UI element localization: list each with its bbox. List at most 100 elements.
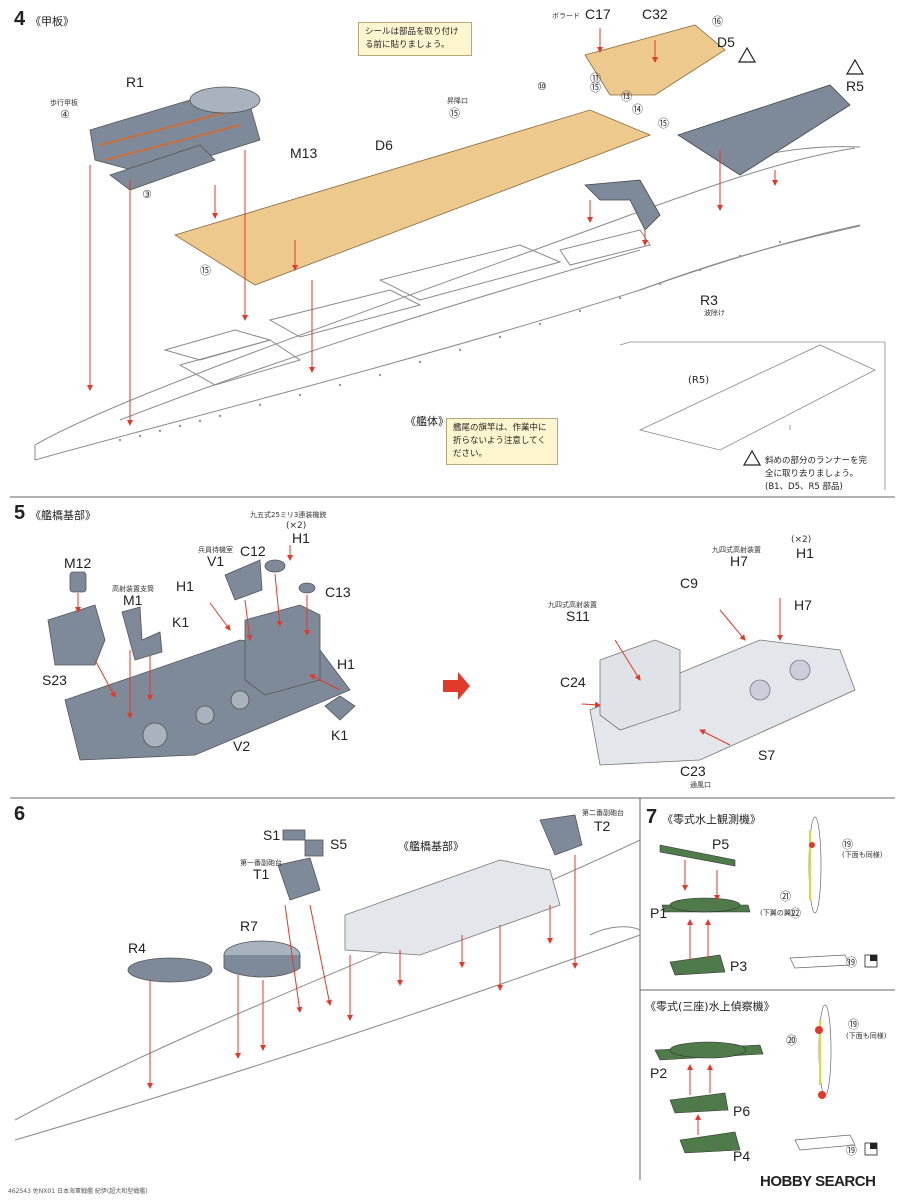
label-H1a: H1: [292, 530, 310, 546]
label-T1-sub: 第一番副砲台: [240, 859, 282, 867]
label-S5: S5: [330, 836, 348, 852]
part-S5: [304, 839, 324, 857]
step7-number: 7: [646, 806, 658, 828]
label-H7a: H7: [730, 553, 748, 569]
circle-15-c: ⑮: [590, 81, 601, 94]
label-R3: R3: [700, 292, 718, 308]
label-T2: T2: [594, 818, 611, 834]
circle-16: ⑯: [712, 15, 723, 28]
label-H1d: H1: [796, 545, 814, 561]
part-M12: [69, 571, 87, 593]
circle-3: ③: [142, 188, 152, 201]
step5-title: 《艦橋基部》: [30, 509, 96, 522]
circle-4: ④: [60, 108, 70, 121]
circle-15-b: ⑮: [200, 264, 211, 277]
circle-19-c-sub: (下面も同様): [846, 1032, 887, 1040]
decal-sketch-2: [794, 1004, 856, 1151]
circle-21: ㉑: [780, 890, 791, 903]
watermark: HOBBY SEARCH: [760, 1173, 876, 1190]
label-P5: P5: [712, 836, 730, 852]
label-V2: V2: [233, 738, 251, 754]
part-T2: [539, 814, 583, 856]
label-M1-sub: 高射装置支筒: [112, 585, 154, 593]
label-H1c: H1: [337, 656, 355, 672]
label-R5: R5: [846, 78, 864, 94]
label-C9: C9: [680, 575, 698, 591]
label-P2: P2: [650, 1065, 668, 1081]
label-K1a: K1: [172, 614, 190, 630]
inset-R5-label: (R5): [688, 375, 710, 386]
part-S1: [282, 829, 306, 841]
hull-portholes: [118, 240, 782, 442]
label-R3-sub: 波除け: [704, 309, 725, 317]
label-D5: D5: [717, 34, 735, 50]
plane-P6: [669, 1092, 729, 1114]
label-H1a-sub: (×2): [286, 521, 307, 531]
circle-15-d: ⑮: [658, 117, 669, 130]
step6-number: 6: [14, 803, 26, 825]
hull-step4: [34, 146, 861, 461]
label-S11-sub: 九四式高射装置: [548, 601, 597, 609]
label-hull: 《艦体》: [405, 415, 449, 428]
label-M13: M13: [290, 145, 318, 161]
label-C12: C12: [240, 543, 266, 559]
label-walkway: 歩行甲板: [50, 99, 78, 107]
plane-P4: [679, 1131, 741, 1154]
step5-number: 5: [14, 502, 26, 524]
plane-P2: [654, 1041, 764, 1061]
label-V1: V1: [207, 553, 225, 569]
circle-19-c: ⑲: [848, 1018, 859, 1031]
circle-22: ㉒: [790, 907, 801, 920]
label-T2-sub: 第二番副砲台: [582, 809, 624, 817]
inset-note: 斜めの部分のランナーを完全に取り去りましょう。(B1、D5、R5 部品): [765, 456, 868, 492]
plane-P1: [661, 897, 751, 913]
label-M12: M12: [64, 555, 92, 571]
part-M1: [121, 606, 163, 661]
assembled-bridge-base: [589, 639, 856, 766]
part-bridge-tower: [244, 604, 321, 696]
label-H7b: H7: [794, 597, 812, 613]
part-S23: [47, 604, 106, 666]
step4-number: 4: [14, 8, 26, 30]
label-S23: S23: [42, 672, 67, 688]
circle-22-sub: (下翼の翼): [760, 909, 794, 917]
part-C12: [264, 559, 286, 573]
circle-20: ⑳: [786, 1034, 797, 1047]
label-bridge-base: 《艦橋基部》: [398, 840, 464, 853]
step7-title-2: 《零式(三座)水上偵察機》: [645, 1000, 775, 1013]
part-R1: [89, 86, 261, 191]
label-C23: C23: [680, 763, 706, 779]
part-R4: [127, 957, 213, 983]
label-R7: R7: [240, 918, 258, 934]
label-C32: C32: [642, 6, 668, 22]
circle-14: ⑭: [632, 103, 643, 116]
label-C24: C24: [560, 674, 586, 690]
label-D6: D6: [375, 137, 393, 153]
part-R5: [677, 84, 851, 176]
label-M1: M1: [123, 592, 143, 608]
label-R1: R1: [126, 74, 144, 90]
hull-step6: [14, 839, 641, 1141]
step5-arrow: [443, 672, 470, 700]
label-S7: S7: [758, 747, 776, 763]
inset-R5: [619, 341, 886, 490]
label-H7a-sub: 九四式高射装置: [712, 546, 761, 554]
label-P1: P1: [650, 905, 668, 921]
circle-15-a: ⑮: [449, 107, 460, 120]
label-H1a-top: 九五式25ミリ3連装機銃: [250, 511, 327, 519]
label-H1b: H1: [176, 578, 194, 594]
plane-P5: [659, 844, 736, 867]
label-bollard: ボラード: [552, 12, 580, 20]
circle-19-a: ⑲: [842, 838, 853, 851]
circle-10: ⑩: [537, 80, 547, 93]
circle-19-a-sub: (下面も同様): [842, 851, 883, 859]
part-R7: [223, 940, 301, 978]
plane-P3: [669, 954, 726, 976]
label-P3: P3: [730, 958, 748, 974]
label-S1: S1: [263, 827, 281, 843]
step7-title-1: 《零式水上観測機》: [662, 813, 761, 826]
label-C17: C17: [585, 6, 611, 22]
circle-19-d: ⑲: [846, 1144, 857, 1157]
circle-11: ⑪: [590, 72, 601, 85]
